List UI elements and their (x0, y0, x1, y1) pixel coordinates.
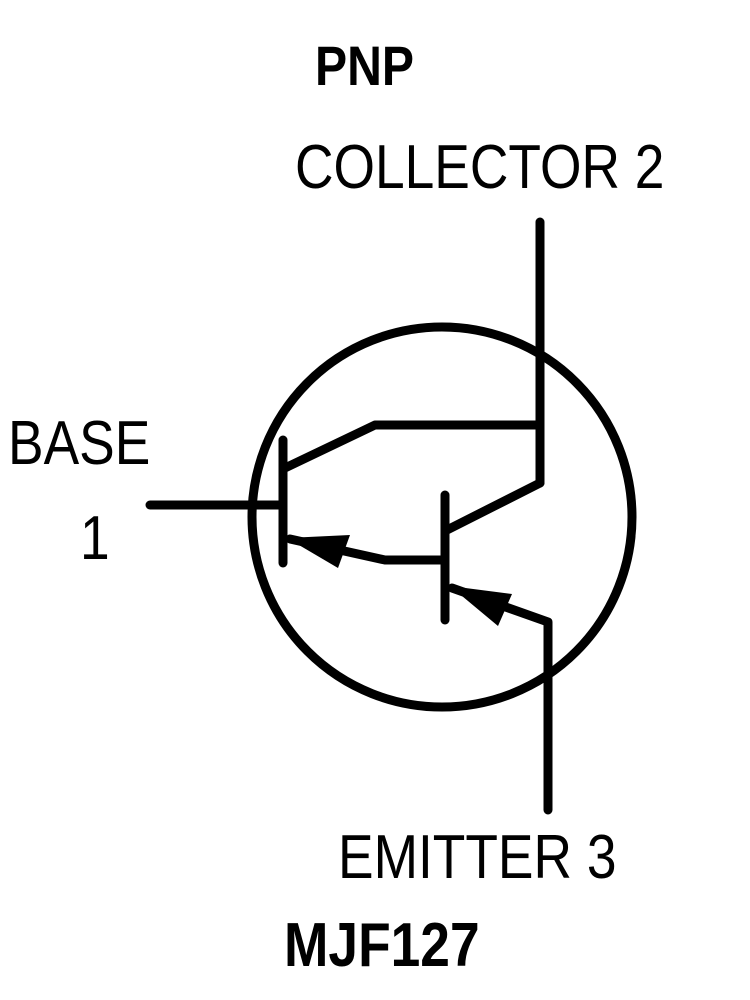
q2-emitter-arrow-icon (450, 586, 512, 626)
transistor-envelope-circle (247, 322, 637, 712)
type-label: PNP (315, 34, 415, 97)
collector-label: COLLECTOR 2 (295, 133, 665, 202)
q2-collector (442, 478, 545, 535)
base-label: BASE (8, 409, 151, 478)
emitter-label: EMITTER 3 (338, 823, 617, 892)
q1-emitter-arrow-icon (287, 535, 350, 568)
base-pin-number: 1 (80, 504, 110, 573)
q1-collector (280, 420, 545, 473)
part-number-label: MJF127 (284, 911, 480, 980)
